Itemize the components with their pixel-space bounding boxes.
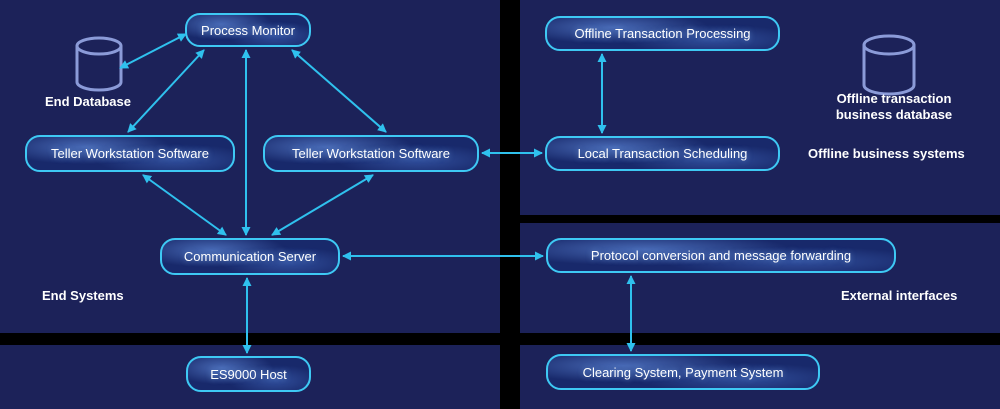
- node-local-transaction-scheduling: Local Transaction Scheduling: [545, 136, 780, 171]
- external-interfaces-label: External interfaces: [841, 288, 958, 303]
- node-process-monitor: Process Monitor: [185, 13, 311, 47]
- database-icon: [862, 34, 916, 96]
- node-es9000-host: ES9000 Host: [186, 356, 311, 392]
- node-clearing-system: Clearing System, Payment System: [546, 354, 820, 390]
- offline-db-label: Offline transaction business database: [835, 91, 953, 123]
- node-offline-transaction-processing: Offline Transaction Processing: [545, 16, 780, 51]
- node-teller-workstation-left: Teller Workstation Software: [25, 135, 235, 172]
- end-database-label: End Database: [45, 94, 131, 109]
- offline-business-systems-label: Offline business systems: [808, 146, 965, 161]
- node-communication-server: Communication Server: [160, 238, 340, 275]
- database-icon: [75, 36, 123, 92]
- node-protocol-conversion: Protocol conversion and message forwardi…: [546, 238, 896, 273]
- node-teller-workstation-right: Teller Workstation Software: [263, 135, 479, 172]
- end-systems-label: End Systems: [42, 288, 124, 303]
